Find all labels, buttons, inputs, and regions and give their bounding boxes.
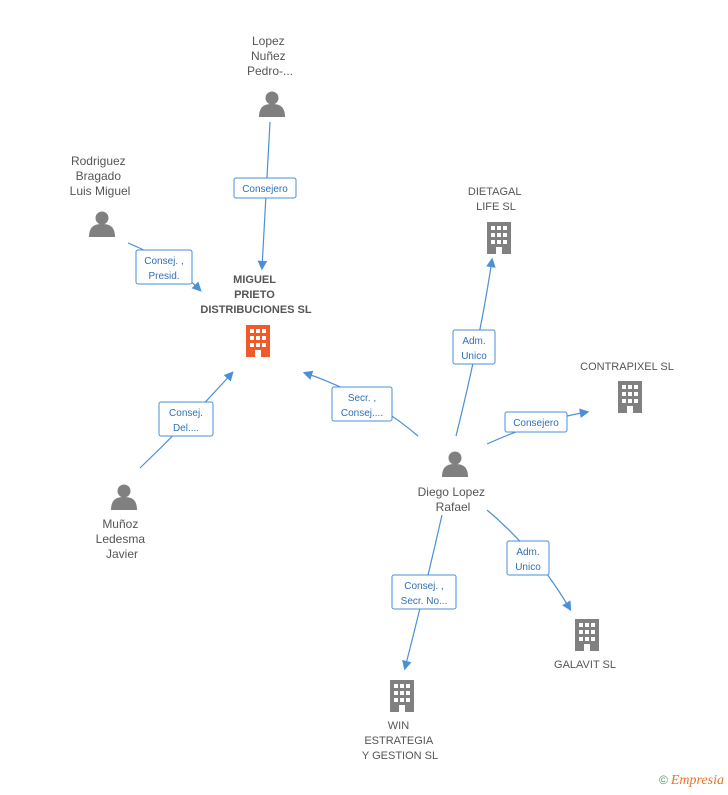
svg-text:CONTRAPIXEL SL: CONTRAPIXEL SL (580, 361, 674, 373)
svg-text:Secr. ,Consej....: Secr. ,Consej.... (341, 393, 383, 419)
node-company-contrapixel[interactable]: CONTRAPIXEL SL (580, 361, 674, 413)
footer-brand: ©Empresia (659, 773, 724, 789)
main-company-building-icon (246, 325, 270, 357)
edge-label-e7[interactable]: Adm.Unico (506, 540, 550, 576)
svg-text:Consejero: Consejero (513, 418, 559, 429)
svg-text:MIGUEL PRIETO DIST: MIGUEL PRIETO DISTRIBUCIONES SL (200, 274, 312, 316)
svg-text:Lopez Nuñez Pedro-: Lopez Nuñez Pedro-... (247, 34, 293, 78)
person-icon (259, 91, 285, 117)
svg-text:Consej. ,Presid.: Consej. ,Presid. (144, 256, 183, 282)
svg-text:Consej.Del....: Consej.Del.... (169, 408, 203, 434)
node-person-diego-lopez[interactable]: Diego Lopez Rafael (418, 451, 489, 515)
copyright-symbol: © (659, 773, 668, 787)
person-icon (89, 211, 115, 237)
svg-text:Rodriguez Bragado: Rodriguez Bragado Luis Miguel (70, 154, 131, 198)
svg-text:Adm.Unico: Adm.Unico (461, 336, 487, 362)
svg-text:GALAVIT SL: GALAVIT SL (554, 659, 616, 671)
building-icon (390, 680, 414, 712)
edge-label-e4[interactable]: Secr. ,Consej.... (331, 386, 393, 422)
building-icon (618, 381, 642, 413)
node-main-company[interactable]: MIGUEL PRIETO DISTRIBUCIONES SL (200, 274, 312, 357)
svg-text:DIETAGAL LIFE SL: DIETAGAL LIFE SL (468, 186, 524, 213)
svg-text:Adm.Unico: Adm.Unico (515, 547, 541, 573)
svg-text:Consej. ,Secr. No...: Consej. ,Secr. No... (401, 581, 448, 607)
brand-logo: Empresia (670, 773, 724, 788)
edge-label-e3[interactable]: Consej.Del.... (158, 401, 214, 437)
edge-label-e5[interactable]: Adm.Unico (452, 329, 496, 365)
node-person-rodriguez[interactable]: Rodriguez Bragado Luis Miguel (70, 154, 131, 237)
edge-label-e2[interactable]: Consej. ,Presid. (135, 249, 193, 285)
person-icon (442, 451, 468, 477)
svg-text:Diego Lopez Rafael: Diego Lopez Rafael (418, 485, 489, 514)
node-company-win[interactable]: WIN ESTRATEGIA Y GESTION SL (362, 680, 438, 762)
building-icon (575, 619, 599, 651)
building-icon (487, 222, 511, 254)
node-person-lopez-nunez[interactable]: Lopez Nuñez Pedro-... (247, 34, 293, 117)
edge-label-e1[interactable]: Consejero (233, 177, 297, 199)
svg-text:Consejero: Consejero (242, 184, 288, 195)
svg-text:WIN ESTRATEGIA Y G: WIN ESTRATEGIA Y GESTION SL (362, 720, 438, 762)
edge-label-e6[interactable]: Consejero (504, 411, 568, 433)
node-company-galavit[interactable]: GALAVIT SL (554, 619, 616, 671)
edge-label-e8[interactable]: Consej. ,Secr. No... (391, 574, 457, 610)
node-person-munoz[interactable]: Muñoz Ledesma Javier (96, 484, 149, 562)
node-company-dietagal[interactable]: DIETAGAL LIFE SL (468, 186, 524, 254)
person-icon (111, 484, 137, 510)
svg-text:Muñoz Ledesma Javi: Muñoz Ledesma Javier (96, 517, 149, 561)
